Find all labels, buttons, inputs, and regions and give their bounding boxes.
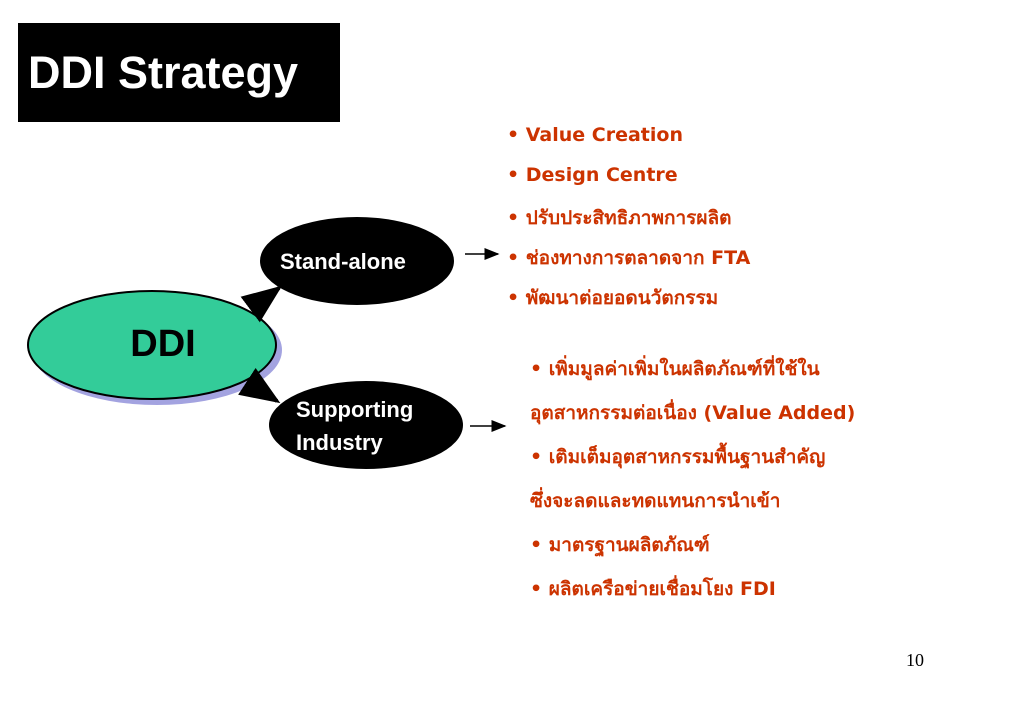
list-item: อุตสาหกรรมต่อเนื่อง (Value Added) — [530, 402, 856, 424]
list-item: • เติมเต็มอุตสาหกรรมพื้นฐานสำคัญ — [530, 446, 826, 468]
list-item: • Value Creation — [507, 124, 683, 146]
stand-alone-label: Stand-alone — [280, 249, 406, 274]
slide-title: DDI Strategy — [18, 23, 340, 122]
list-item: ซึ่งจะลดและทดแทนการนำเข้า — [530, 490, 781, 512]
page-number: 10 — [906, 650, 924, 670]
arrow-to-supporting — [238, 367, 281, 404]
supporting-label-line2: Industry — [296, 430, 383, 455]
list-item: • พัฒนาต่อยอดนวัตกรรม — [507, 287, 719, 309]
ddi-label: DDI — [130, 323, 196, 365]
list-item: • ช่องทางการตลาดจาก FTA — [507, 247, 751, 269]
list-item: • มาตรฐานผลิตภัณฑ์ — [530, 534, 710, 556]
list-item: • เพิ่มมูลค่าเพิ่มในผลิตภัณฑ์ที่ใช้ใน — [530, 358, 820, 380]
stand-alone-node — [260, 217, 454, 305]
supporting-label-line1: Supporting — [296, 397, 414, 422]
list-item: • Design Centre — [507, 164, 678, 186]
ddi-ellipse — [27, 290, 277, 400]
list-item: • ผลิตเครือข่ายเชื่อมโยง FDI — [530, 578, 776, 600]
list-item: • ปรับประสิทธิภาพการผลิต — [507, 207, 732, 229]
arrow-to-stand-alone — [240, 285, 283, 323]
supporting-industry-node — [269, 381, 463, 469]
